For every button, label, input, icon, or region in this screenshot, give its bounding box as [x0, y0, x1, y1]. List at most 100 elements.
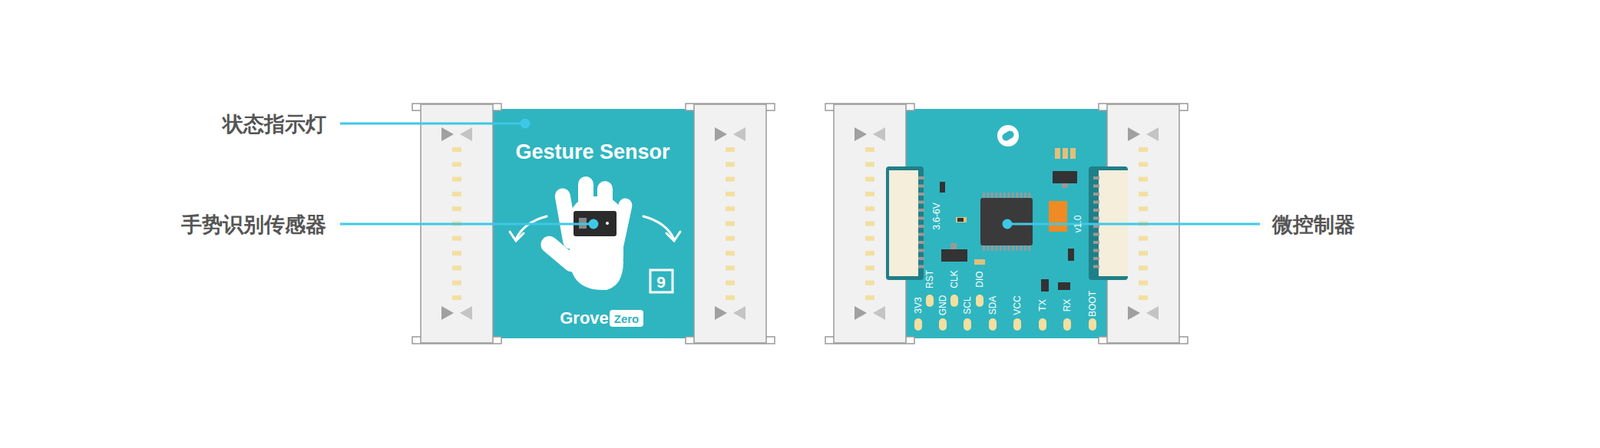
- flex-pin: [1093, 176, 1100, 180]
- connector-pin: [1138, 295, 1148, 301]
- connector-pin: [1138, 265, 1148, 271]
- connector-pin: [452, 265, 462, 271]
- brand-logo: [997, 125, 1019, 147]
- chip-pin: [1015, 244, 1019, 252]
- chip-pin: [1003, 244, 1006, 252]
- pad: [925, 294, 934, 308]
- voltage-label: 3.6-6V: [932, 202, 942, 230]
- connector-pin: [725, 206, 735, 212]
- chip-pin: [986, 244, 989, 252]
- pad: [1063, 318, 1072, 331]
- chip-pin: [1020, 244, 1023, 252]
- flex-pin: [1093, 265, 1100, 269]
- callout-label: 手势识别传感器: [181, 214, 327, 235]
- chip-pin: [1024, 192, 1027, 199]
- pin-label: 3V3: [913, 297, 923, 314]
- triangle-mark: [714, 127, 728, 142]
- chip-pin: [1028, 244, 1031, 252]
- chip-pin: [1028, 192, 1031, 199]
- flex-pin: [918, 233, 925, 237]
- pin-label: RST: [925, 270, 935, 289]
- pin-label: GND: [938, 295, 948, 317]
- chip-pin: [1011, 192, 1015, 199]
- flex-pin: [918, 265, 925, 269]
- connector-pin: [452, 177, 462, 182]
- pin-pads: [914, 294, 1097, 331]
- callout-label: 微控制器: [1272, 214, 1356, 235]
- number-box: [650, 270, 673, 293]
- smd-parts: [939, 148, 1078, 292]
- triangle-mark: [441, 306, 454, 321]
- triangle-mark: [1146, 306, 1159, 321]
- connector-pin: [725, 191, 735, 197]
- chip-pin: [986, 192, 989, 199]
- triangle-mark: [714, 306, 728, 321]
- grove-connector: [694, 104, 767, 344]
- triangle-mark: [872, 306, 886, 321]
- connector-pin: [452, 295, 462, 301]
- leader-lines: [340, 119, 1260, 229]
- flex-pin: [1093, 192, 1100, 196]
- flex-pin: [1093, 217, 1100, 221]
- chip-pin: [1011, 244, 1015, 252]
- chip-pin: [1020, 192, 1023, 199]
- connector-pin: [1138, 206, 1148, 212]
- connector-pin: [452, 191, 462, 197]
- pad: [1013, 318, 1022, 331]
- connector-pin: [865, 161, 875, 167]
- triangle-mark: [872, 127, 886, 142]
- version-label: v1.0: [1073, 215, 1083, 234]
- flex-pin: [1093, 249, 1100, 253]
- connector-pin: [725, 236, 735, 242]
- board-title: Gesture Sensor: [515, 142, 670, 163]
- connector-pin: [865, 236, 875, 242]
- flex-pin: [1093, 224, 1100, 229]
- connector-pin: [1138, 236, 1148, 242]
- connector-pin: [865, 221, 875, 227]
- connector-pin: [1138, 280, 1148, 286]
- chip-pin: [995, 244, 998, 252]
- connector-pin: [865, 177, 875, 182]
- flex-pin: [1093, 201, 1100, 205]
- flex-pin: [918, 224, 925, 229]
- flex-pin: [918, 192, 925, 196]
- callout-label: 状态指示灯: [222, 113, 327, 135]
- pad: [1088, 318, 1097, 331]
- flex-pin: [918, 249, 925, 253]
- chip-pin: [1015, 192, 1019, 199]
- triangle-mark: [733, 306, 746, 321]
- connector-pin: [865, 265, 875, 271]
- chip-pin: [991, 244, 994, 252]
- pin-label: CLK: [949, 270, 959, 288]
- chip-pin: [999, 192, 1002, 199]
- connector-pin: [865, 206, 875, 212]
- flex-connector: [889, 170, 919, 277]
- connector-pin: [865, 251, 875, 256]
- connector-pin: [1138, 251, 1148, 256]
- triangle-mark: [733, 127, 746, 142]
- pin-label: DIO: [975, 271, 985, 288]
- chip-pins: [918, 176, 1100, 269]
- triangle-mark: [854, 127, 867, 142]
- connector-pin: [725, 295, 735, 301]
- pcb: [905, 109, 1108, 339]
- flex-pin: [918, 241, 925, 245]
- chip-pin: [982, 192, 986, 199]
- pad: [1038, 318, 1047, 331]
- swipe-arrows: [509, 216, 681, 242]
- connector-pin: [452, 236, 462, 242]
- flex-pin: [1093, 233, 1100, 237]
- chip-pin: [991, 192, 994, 199]
- chip-pin: [995, 192, 998, 199]
- connector-pin: [1138, 177, 1148, 182]
- pad: [963, 318, 972, 331]
- connector-pin: [865, 280, 875, 286]
- flex-pin: [1093, 257, 1100, 261]
- pad: [975, 294, 984, 308]
- flex-connector: [885, 166, 924, 281]
- flex-pin: [918, 257, 925, 261]
- triangle-mark: [1127, 127, 1141, 142]
- chip-pin: [999, 244, 1002, 252]
- triangle-mark: [1146, 127, 1159, 142]
- flex-pin: [918, 185, 925, 189]
